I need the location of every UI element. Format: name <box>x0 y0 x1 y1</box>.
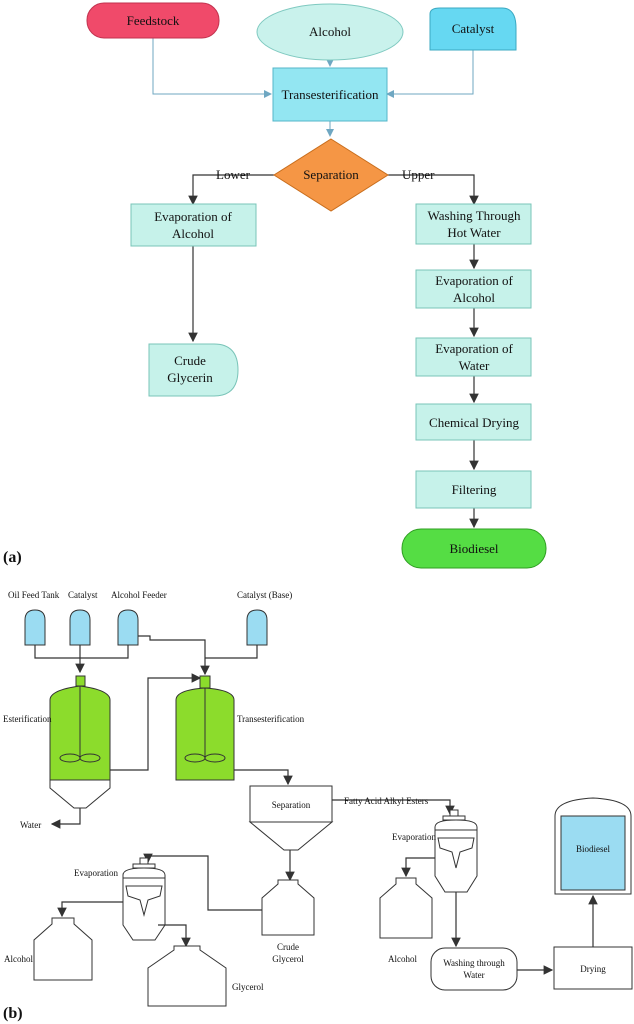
washing-b-label-1: Washing through <box>443 958 505 968</box>
transesterification-b-label: Transesterification <box>237 714 305 724</box>
esterification-label: Esterification <box>3 714 52 724</box>
biodiesel-node: Biodiesel <box>401 528 547 569</box>
catalyst-base-label: Catalyst (Base) <box>237 590 292 600</box>
alcohol-feeder-tank <box>117 609 139 646</box>
separation-label: Separation <box>303 167 359 182</box>
transesterification-label: Transesterification <box>282 87 379 102</box>
washing-node: Washing Through Hot Water <box>415 203 532 245</box>
washing-b-label-2: Water <box>463 970 484 980</box>
svg-text:Evaporation of: Evaporation of <box>435 273 513 288</box>
drying-label: Drying <box>580 964 606 974</box>
svg-text:Water: Water <box>459 358 490 373</box>
separation-vessel <box>248 785 334 851</box>
svg-text:Evaporation of: Evaporation of <box>435 341 513 356</box>
feedstock-node: Feedstock <box>86 2 220 39</box>
svg-text:Evaporation of: Evaporation of <box>154 209 232 224</box>
panel-a-label: (a) <box>3 549 22 566</box>
evaporation-water-node: Evaporation of Water <box>415 337 532 377</box>
catalyst-base-tank <box>246 609 268 646</box>
fatty-acid-label: Fatty Acid Alkyl Esters <box>344 796 429 806</box>
panel-b-label: (b) <box>3 1005 23 1022</box>
catalyst-tank <box>69 609 91 646</box>
esterification-reactor <box>49 675 111 809</box>
evaporator-right <box>434 809 478 893</box>
alcohol-node: Alcohol <box>256 3 404 61</box>
crude-glycerol-label-2: Glycerol <box>272 954 304 964</box>
transesterification-reactor <box>175 675 235 781</box>
upper-label: Upper <box>402 167 435 182</box>
catalyst-b-label: Catalyst <box>68 590 98 600</box>
evaporation-right-label: Evaporation <box>392 832 436 842</box>
svg-text:Chemical Drying: Chemical Drying <box>429 415 519 430</box>
svg-text:Alcohol: Alcohol <box>172 226 214 241</box>
crude-glycerol-tank <box>261 879 315 936</box>
glycerol-label: Glycerol <box>232 982 264 992</box>
svg-text:Hot Water: Hot Water <box>447 225 501 240</box>
alcohol-left-tank <box>33 917 93 981</box>
transesterification-node: Transesterification <box>272 67 388 122</box>
lower-label: Lower <box>216 167 251 182</box>
crude-glycerol-label-1: Crude <box>277 942 299 952</box>
svg-text:Alcohol: Alcohol <box>453 290 495 305</box>
washing-vessel <box>430 947 518 991</box>
evaporator-left <box>122 857 166 941</box>
drying-vessel <box>553 946 633 990</box>
crude-glycerin-node: Crude Glycerin <box>148 343 239 397</box>
alcohol-right-tank <box>379 877 433 939</box>
svg-text:Filtering: Filtering <box>452 482 497 497</box>
evaporation-alcohol-left-node: Evaporation of Alcohol <box>130 203 257 247</box>
biodiesel-tank <box>554 797 632 895</box>
separation-b-label: Separation <box>272 800 311 810</box>
separation-node: Separation <box>273 138 389 212</box>
catalyst-label: Catalyst <box>452 21 495 36</box>
svg-text:Biodiesel: Biodiesel <box>449 541 498 556</box>
chemical-drying-node: Chemical Drying <box>415 403 532 441</box>
evaporation-alcohol-right-node: Evaporation of Alcohol <box>415 269 532 309</box>
oil-feed-tank-label: Oil Feed Tank <box>8 590 60 600</box>
panel-a-connectors <box>152 38 479 529</box>
alcohol-right-label: Alcohol <box>388 954 417 964</box>
glycerol-tank <box>147 945 227 1007</box>
filtering-node: Filtering <box>415 470 532 509</box>
evaporation-left-label: Evaporation <box>74 868 118 878</box>
svg-text:Washing Through: Washing Through <box>428 208 521 223</box>
water-label: Water <box>20 820 41 830</box>
svg-text:Glycerin: Glycerin <box>167 370 213 385</box>
feed-piping <box>34 635 258 771</box>
feedstock-label: Feedstock <box>127 13 180 28</box>
oil-feed-tank <box>24 609 46 646</box>
catalyst-node: Catalyst <box>429 7 517 51</box>
alcohol-label: Alcohol <box>309 24 351 39</box>
alcohol-feeder-label: Alcohol Feeder <box>111 590 167 600</box>
svg-text:Crude: Crude <box>174 353 206 368</box>
alcohol-left-label: Alcohol <box>4 954 33 964</box>
biodiesel-b-label: Biodiesel <box>576 844 610 854</box>
